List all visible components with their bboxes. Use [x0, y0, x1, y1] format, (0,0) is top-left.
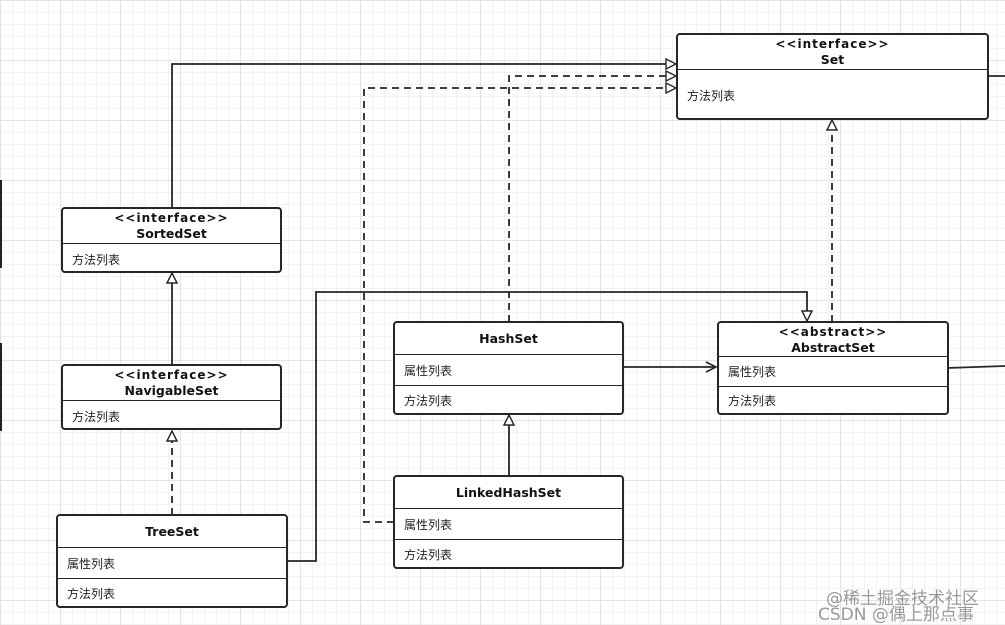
- edge-hashset-to-set: [508, 76, 676, 322]
- class-name: NavigableSet: [124, 383, 219, 398]
- edge-linkedhashset-to-set: [363, 88, 676, 523]
- methods-section: 方法列表: [58, 578, 286, 606]
- attributes-section: 属性列表: [404, 517, 453, 532]
- class-header: LinkedHashSet: [395, 477, 622, 509]
- class-name: Set: [820, 52, 845, 67]
- stereotype-label: <<interface>>: [114, 211, 229, 225]
- stereotype-label: <<abstract>>: [778, 324, 888, 339]
- edge-sortedset-to-set: [171, 64, 676, 208]
- methods-section: 方法列表: [395, 385, 622, 413]
- class-abstractset[interactable]: <<abstract>> AbstractSet 属性列表 方法列表: [717, 321, 949, 415]
- class-header: <<interface>> Set: [678, 35, 987, 70]
- class-set[interactable]: <<interface>> Set 方法列表: [676, 33, 989, 120]
- left-edge-mark-top: [0, 180, 2, 268]
- class-name: TreeSet: [145, 523, 199, 539]
- methods-section: 方法列表: [395, 539, 622, 567]
- class-header: <<interface>> SortedSet: [63, 209, 280, 244]
- methods-section: 方法列表: [687, 89, 736, 103]
- attributes-section: 属性列表: [728, 365, 777, 379]
- class-header: TreeSet: [58, 516, 286, 548]
- class-header: HashSet: [395, 323, 622, 355]
- watermark-csdn: CSDN @偶上那点事: [818, 605, 974, 625]
- stereotype-label: <<interface>>: [775, 37, 890, 51]
- methods-section: 方法列表: [719, 386, 947, 413]
- class-name: HashSet: [479, 330, 538, 346]
- class-header: <<interface>> NavigableSet: [63, 366, 280, 401]
- watermark-juejin: @稀土掘金技术社区: [826, 589, 979, 609]
- methods-section: 方法列表: [72, 409, 121, 424]
- class-linkedhashset[interactable]: LinkedHashSet 属性列表 方法列表: [393, 475, 624, 569]
- attributes-section: 属性列表: [67, 556, 116, 571]
- class-sortedset[interactable]: <<interface>> SortedSet 方法列表: [61, 207, 282, 273]
- edge-treeset-to-abstractset: [287, 291, 807, 562]
- class-hashset[interactable]: HashSet 属性列表 方法列表: [393, 321, 624, 415]
- class-name: SortedSet: [136, 226, 207, 241]
- class-header: <<abstract>> AbstractSet: [719, 323, 947, 357]
- class-name: LinkedHashSet: [455, 484, 562, 500]
- class-navigableset[interactable]: <<interface>> NavigableSet 方法列表: [61, 364, 282, 430]
- edge-abstractset-offscreen: [946, 365, 1005, 369]
- class-name: AbstractSet: [791, 339, 875, 355]
- left-edge-mark-bottom: [0, 343, 2, 431]
- stereotype-label: <<interface>>: [114, 368, 229, 382]
- class-treeset[interactable]: TreeSet 属性列表 方法列表: [56, 514, 288, 608]
- attributes-section: 属性列表: [404, 363, 453, 378]
- methods-section: 方法列表: [72, 252, 121, 267]
